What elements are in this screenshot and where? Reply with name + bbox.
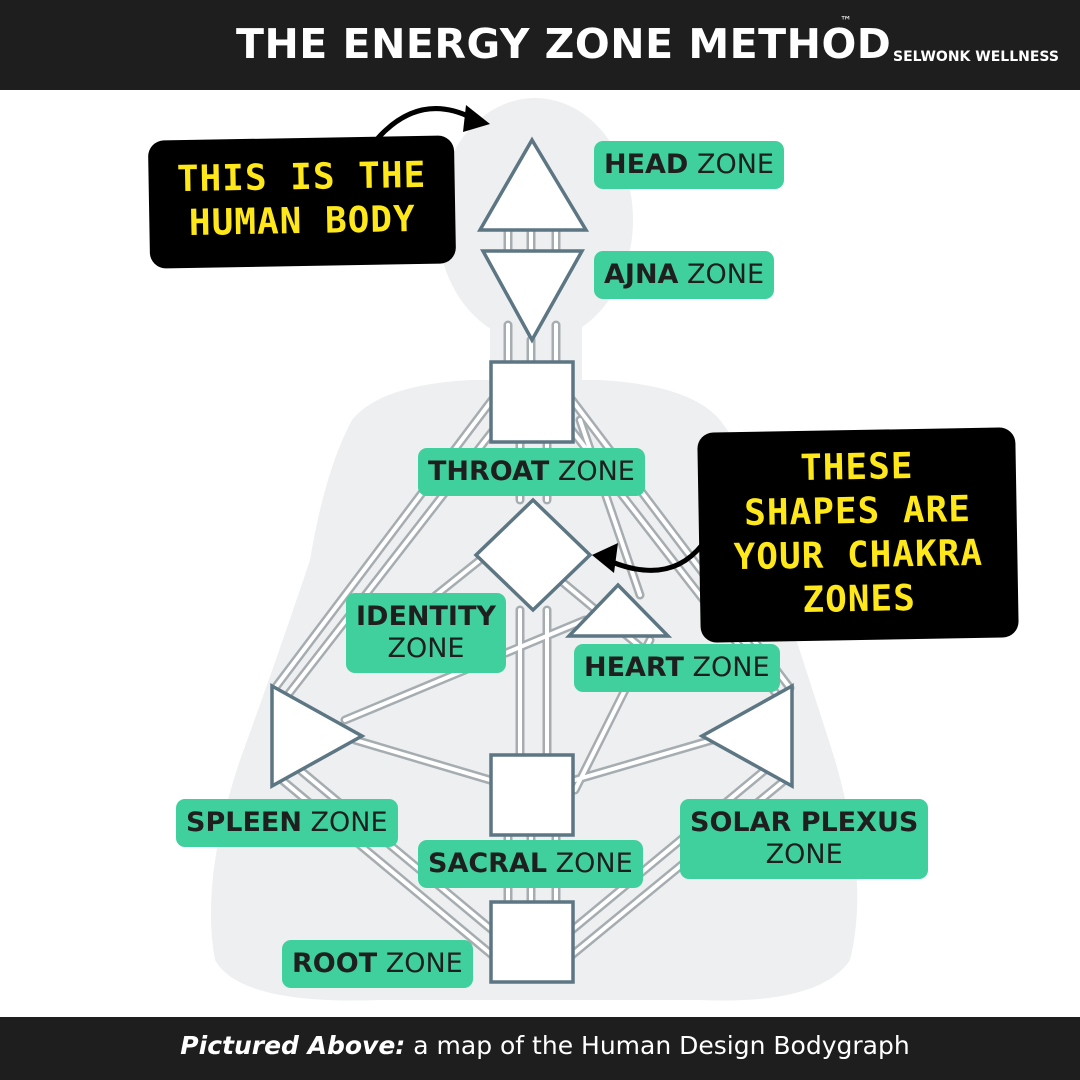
zone-suffix: ZONE: [310, 807, 388, 838]
callout-line: THIS IS THE: [176, 154, 427, 201]
callout-line: HUMAN BODY: [188, 199, 417, 244]
ajna-zone-label: AJNA ZONE: [594, 251, 775, 299]
zone-name: HEAD: [604, 149, 689, 180]
solar-plexus-zone-label: SOLAR PLEXUS ZONE: [680, 799, 929, 879]
callout-chakra-zones: THESE SHAPES ARE YOUR CHAKRA ZONES: [697, 427, 1019, 643]
zone-name: HEART: [584, 652, 684, 683]
zone-name: ROOT: [292, 948, 378, 979]
caption-emphasis: Pictured Above:: [180, 1031, 406, 1060]
head-center-triangle: [476, 136, 590, 232]
zone-suffix: ZONE: [555, 848, 633, 879]
zone-name: AJNA: [604, 259, 679, 290]
zone-name: THROAT: [428, 456, 550, 487]
sacral-center-square: [489, 753, 575, 837]
zone-suffix: ZONE: [387, 633, 465, 664]
brand-name: SELWONK WELLNESS: [893, 49, 1059, 65]
callout-line: ZONES: [802, 578, 917, 621]
footer-caption: Pictured Above: a map of the Human Desig…: [0, 1031, 1080, 1060]
callout-line: THESE: [799, 446, 914, 489]
zone-suffix: ZONE: [687, 259, 765, 290]
heart-center-triangle: [564, 582, 673, 638]
caption-text: a map of the Human Design Bodygraph: [405, 1031, 910, 1060]
zone-suffix: ZONE: [765, 839, 843, 870]
identity-center-diamond: [473, 497, 593, 613]
spleen-center-triangle: [270, 683, 366, 789]
callout-line: YOUR CHAKRA: [733, 532, 984, 579]
callout-line: SHAPES ARE: [743, 489, 972, 534]
page-title: THE ENERGY ZONE METHOD: [236, 20, 892, 68]
throat-center-square: [489, 360, 575, 444]
callout-human-body: THIS IS THE HUMAN BODY: [147, 135, 457, 269]
zone-name: IDENTITY: [356, 601, 496, 632]
trademark-symbol: ™: [840, 14, 852, 28]
solar-plexus-center-triangle: [698, 683, 794, 789]
arrow-to-shapes-icon: [592, 542, 705, 573]
head-zone-label: HEAD ZONE: [594, 141, 784, 189]
zone-suffix: ZONE: [696, 149, 774, 180]
arrow-to-body-icon: [375, 105, 490, 141]
zone-suffix: ZONE: [385, 948, 463, 979]
root-center-square: [489, 900, 575, 984]
heart-zone-label: HEART ZONE: [574, 644, 780, 692]
spleen-zone-label: SPLEEN ZONE: [176, 799, 398, 847]
sacral-zone-label: SACRAL ZONE: [418, 840, 643, 888]
zone-name: SACRAL: [428, 848, 548, 879]
zone-name: SOLAR PLEXUS: [690, 807, 919, 838]
identity-zone-label: IDENTITY ZONE: [346, 593, 506, 673]
zone-suffix: ZONE: [557, 456, 635, 487]
header-bar: THE ENERGY ZONE METHOD ™ SELWONK WELLNES…: [0, 0, 1080, 90]
zone-suffix: ZONE: [692, 652, 770, 683]
throat-zone-label: THROAT ZONE: [418, 448, 645, 496]
zone-name: SPLEEN: [186, 807, 302, 838]
ajna-center-triangle: [480, 249, 585, 344]
footer-bar: [0, 1017, 1080, 1080]
root-zone-label: ROOT ZONE: [282, 940, 473, 988]
